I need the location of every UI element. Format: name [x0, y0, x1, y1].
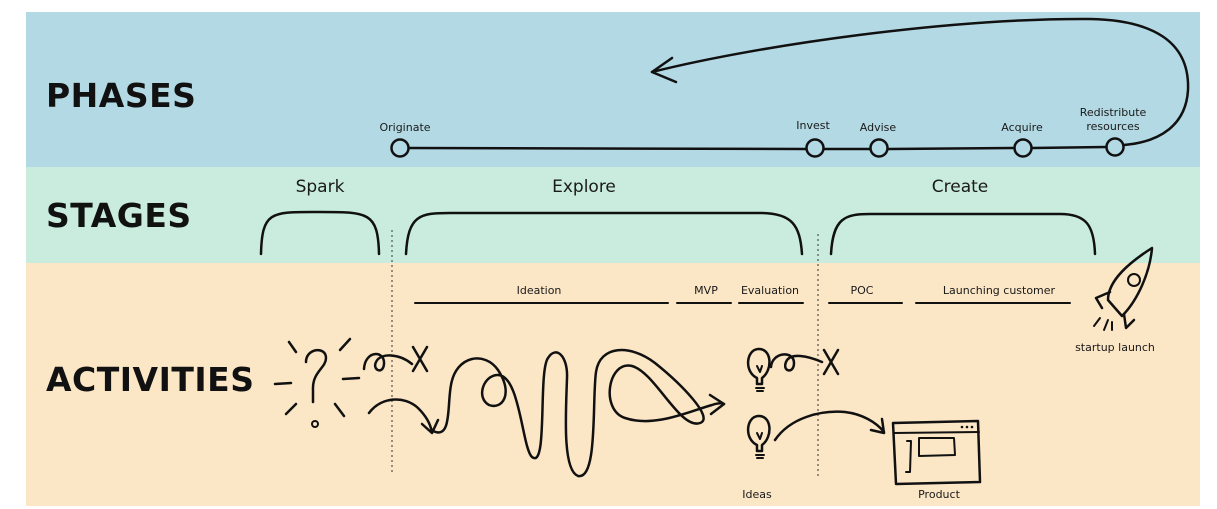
phase-node-redistribute — [1105, 137, 1125, 157]
phases-band — [26, 12, 1200, 167]
phase-node-originate — [390, 138, 410, 158]
phase-label-advise: Advise — [859, 121, 897, 134]
activity-label-poc: POC — [850, 284, 874, 297]
idea-dead-end-squiggle — [769, 353, 824, 372]
activity-label-evaluation: Evaluation — [740, 284, 800, 297]
cross-icon — [411, 345, 429, 373]
phase-node-acquire — [1013, 138, 1033, 158]
row-title-phases: PHASES — [46, 76, 197, 115]
row-title-stages: STAGES — [46, 196, 192, 235]
activity-label-ideation: Ideation — [516, 284, 562, 297]
stage-label-spark: Spark — [295, 177, 345, 197]
bracket-spark — [259, 210, 381, 256]
rocket-icon — [1093, 246, 1154, 331]
question-mark-icon — [273, 337, 361, 428]
spark-arrow-icon — [367, 398, 434, 434]
idea-to-product-arrow — [773, 410, 886, 442]
row-title-activities: ACTIVITIES — [46, 360, 255, 399]
lightbulb-icon — [746, 347, 771, 392]
phase-node-advise — [869, 138, 889, 158]
browser-window-icon — [891, 419, 982, 486]
activity-label-product: Product — [918, 488, 960, 501]
phase-label-redistribute: Redistribute resources — [1080, 106, 1147, 134]
bracket-explore — [404, 211, 804, 256]
activity-label-launching-customer: Launching customer — [942, 284, 1056, 297]
activity-label-mvp: MVP — [694, 284, 718, 297]
bracket-create — [829, 212, 1097, 256]
activity-label-startup-launch: startup launch — [1075, 341, 1155, 354]
lightbulb-icon-2 — [746, 414, 771, 459]
activity-label-ideas: Ideas — [742, 488, 772, 501]
phase-label-redistribute-line2: resources — [1086, 120, 1140, 133]
phase-label-acquire: Acquire — [1001, 121, 1043, 134]
stage-label-explore: Explore — [552, 177, 616, 197]
explore-squiggle — [431, 348, 726, 478]
phase-label-invest: Invest — [796, 119, 830, 132]
phase-label-originate: Originate — [379, 121, 431, 134]
phase-label-redistribute-line1: Redistribute — [1079, 106, 1147, 119]
phases-timeline — [390, 17, 1190, 158]
stage-label-create: Create — [931, 177, 989, 197]
phase-node-invest — [805, 138, 825, 158]
spark-dead-end-squiggle — [362, 352, 414, 372]
cross-icon-2 — [822, 348, 840, 376]
return-arrow-icon — [650, 17, 1190, 147]
